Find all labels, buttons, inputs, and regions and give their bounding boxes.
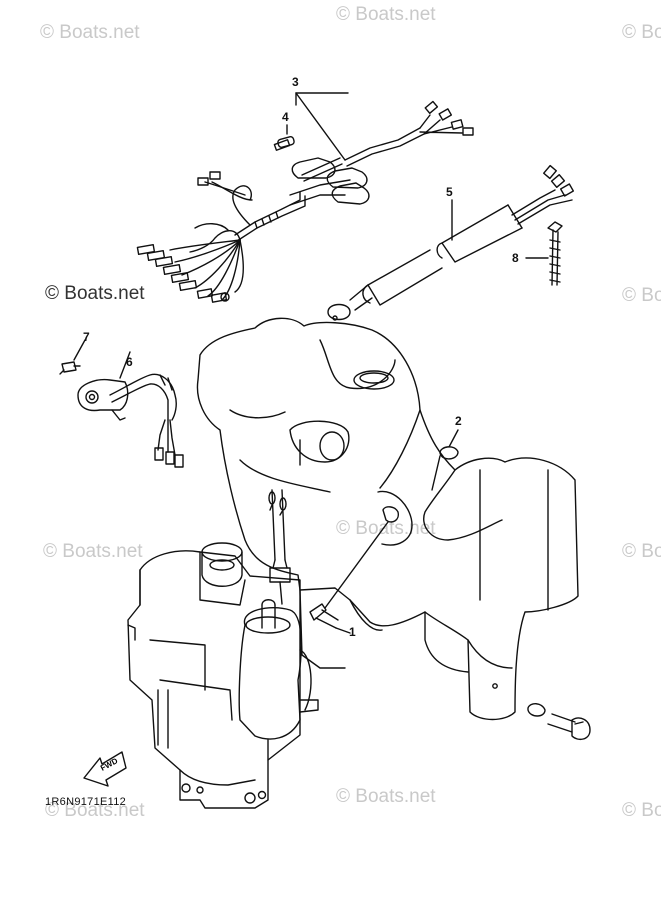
motor-leads [268, 489, 291, 605]
watermark: © Boats.net [43, 541, 143, 562]
watermark: © Boats.net [336, 786, 436, 807]
pivot-bolt [527, 703, 591, 741]
watermark: © Boats.net [40, 22, 140, 43]
bracket-housing [196, 317, 579, 721]
trim-sensor [59, 339, 184, 468]
diagram-code: 1R6N9171E112 [45, 796, 127, 808]
callout-6: 6 [126, 355, 133, 369]
watermark: © Boats.net [336, 4, 436, 25]
watermark: © Boats.net [45, 283, 145, 304]
grommet-4 [277, 124, 295, 148]
callout-4: 4 [282, 110, 289, 124]
fwd-arrow [83, 751, 127, 787]
watermark: © Boats.net [622, 285, 661, 306]
callout-2: 2 [455, 414, 462, 428]
screw-1 [309, 506, 400, 634]
callout-8: 8 [512, 251, 519, 265]
lead-wire [327, 164, 575, 321]
screw-8 [525, 221, 563, 286]
callout-3: 3 [292, 75, 299, 89]
nut-2 [431, 429, 459, 491]
watermark: © Boats.net [45, 800, 145, 821]
wiring-harness [136, 92, 474, 303]
watermark: © Boats.net [622, 800, 661, 821]
power-tilt-unit [127, 542, 319, 809]
callout-7: 7 [83, 330, 90, 344]
callout-1: 1 [349, 625, 356, 639]
watermark: © Boats.net [622, 541, 661, 562]
watermark: © Boats.net [622, 22, 661, 43]
callout-5: 5 [446, 185, 453, 199]
